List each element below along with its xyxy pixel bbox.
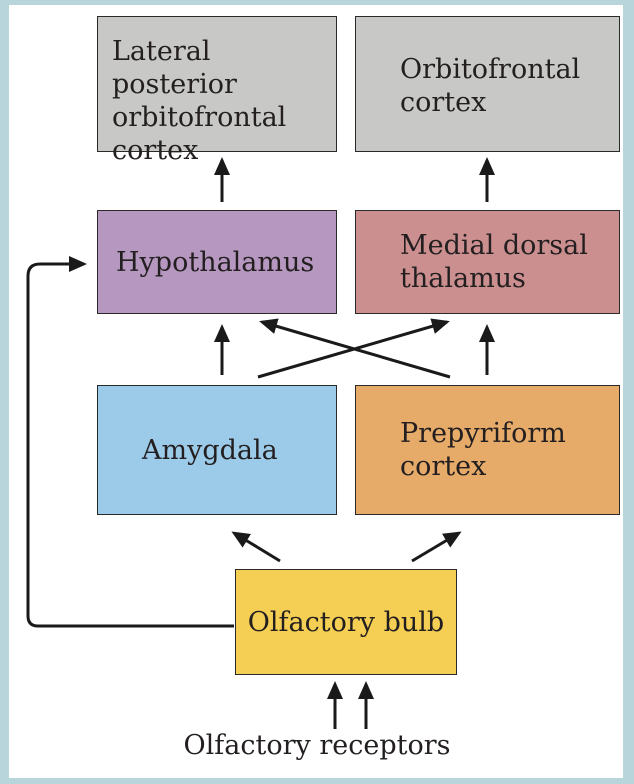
olfactory-bulb-node: Olfactory bulb [235, 569, 457, 675]
amygdala-node: Amygdala [97, 385, 337, 515]
lateral-posterior-orbitofrontal-cortex-label: Lateral posterior orbitofrontal cortex [112, 36, 287, 166]
medial-dorsal-thalamus-label: Medial dorsal thalamus [400, 230, 588, 294]
arrow-bulb-to-amygdala [231, 531, 281, 563]
arrow-prepyriform-to-hypothalamus [259, 318, 451, 379]
prepyriform-cortex-node: Prepyriform cortex [355, 385, 620, 515]
medial-dorsal-thalamus-node: Medial dorsal thalamus [355, 210, 620, 314]
prepyriform-cortex-label: Prepyriform cortex [400, 418, 566, 482]
olfactory-receptors-label: Olfactory receptors [183, 730, 451, 761]
hypothalamus-node: Hypothalamus [97, 210, 337, 314]
lateral-posterior-orbitofrontal-cortex-node: Lateral posterior orbitofrontal cortex [97, 16, 337, 166]
amygdala-label: Amygdala [142, 434, 278, 466]
hypothalamus-label: Hypothalamus [116, 246, 315, 278]
arrow-bulb-to-hypothalamus [26, 256, 234, 628]
arrow-bulb-to-prepyriform [411, 531, 462, 563]
orbitofrontal-cortex-label: Orbitofrontal cortex [400, 54, 581, 118]
olfactory-bulb-label: Olfactory bulb [247, 606, 445, 638]
orbitofrontal-cortex-node: Orbitofrontal cortex [355, 16, 620, 152]
